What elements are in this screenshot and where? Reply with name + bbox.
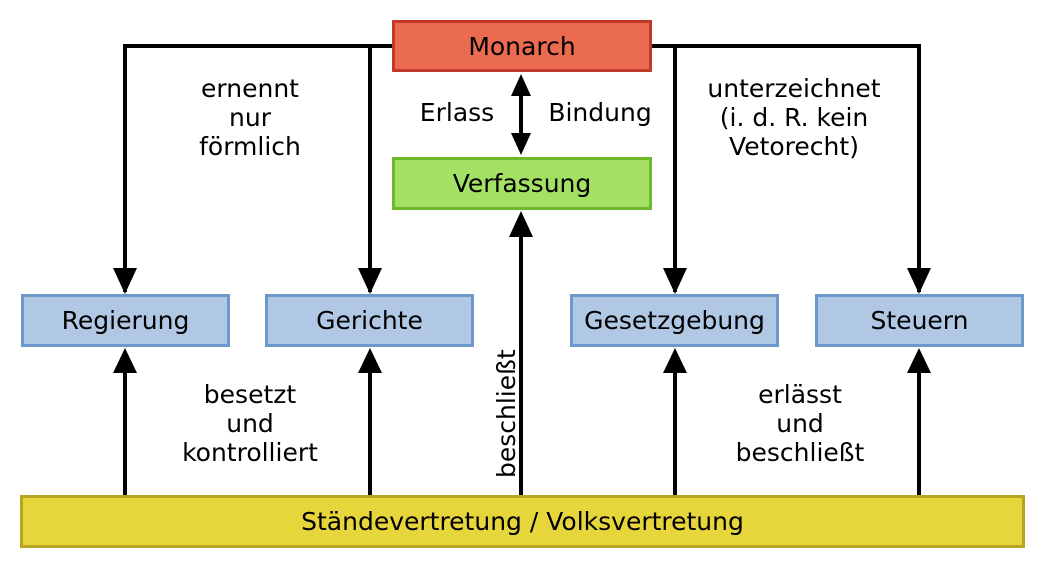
label-beschliesst-vertical: beschließt <box>492 349 521 478</box>
label-erlaesst-line: und <box>776 409 824 438</box>
arrowhead-regierung <box>113 268 137 294</box>
arrowhead-steuern <box>907 268 931 294</box>
arrowhead-up-steuern <box>907 348 931 373</box>
label-besetzt-line: besetzt <box>203 380 297 409</box>
label-besetzt-line: und <box>226 409 274 438</box>
arrowhead-up-gerichte <box>358 348 382 373</box>
label-erlass: Erlass <box>419 98 495 127</box>
monarch-to-regierung-arrow <box>123 44 392 292</box>
label-erlaesst-line: beschließt <box>735 438 865 467</box>
steuern-box: Steuern <box>815 294 1024 347</box>
label-unterzeichnet-line: (i. d. R. kein <box>719 103 869 132</box>
label-besetzt: besetzt und kontrolliert <box>160 380 340 467</box>
arrowhead-up-verfassung <box>509 211 533 237</box>
label-bindung: Bindung <box>548 98 652 127</box>
arrowhead-up-regierung <box>113 348 137 373</box>
label-besetzt-line: kontrolliert <box>182 438 318 467</box>
label-ernennt: ernennt nur förmlich <box>180 74 320 161</box>
verfassung-box: Verfassung <box>392 157 652 210</box>
label-erlaesst-line: erlässt <box>758 380 842 409</box>
arrowhead-gesetzgebung <box>663 268 687 294</box>
gerichte-box: Gerichte <box>265 294 474 347</box>
arrowhead-gerichte <box>358 268 382 294</box>
label-unterzeichnet: unterzeichnet (i. d. R. kein Vetorecht) <box>684 74 904 161</box>
monarch-to-gesetzgebung-arrow <box>652 44 677 292</box>
monarch-to-steuern-arrow <box>675 44 921 292</box>
arrowhead-down-verfassung <box>511 133 531 155</box>
gesetzgebung-box: Gesetzgebung <box>570 294 779 347</box>
label-erlaesst: erlässt und beschließt <box>700 380 900 467</box>
arrowhead-up-gesetzgebung <box>663 348 687 373</box>
label-unterzeichnet-line: Vetorecht) <box>729 132 859 161</box>
label-ernennt-line: ernennt <box>201 74 299 103</box>
regierung-box: Regierung <box>21 294 230 347</box>
arrowhead-up-monarch <box>511 74 531 96</box>
monarch-box: Monarch <box>392 20 652 72</box>
label-ernennt-line: nur <box>229 103 271 132</box>
label-ernennt-line: förmlich <box>199 132 301 161</box>
label-unterzeichnet-line: unterzeichnet <box>707 74 881 103</box>
staendevertretung-box: Ständevertretung / Volksvertretung <box>20 495 1025 548</box>
